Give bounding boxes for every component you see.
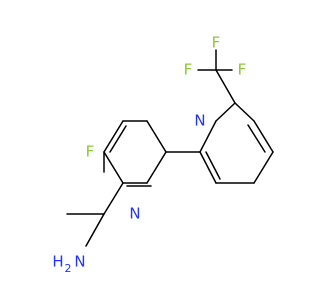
atom-amine-h: H xyxy=(52,253,63,271)
bond-ring-b-1 xyxy=(146,151,167,184)
bonds xyxy=(66,49,274,247)
bond-ring-b-4 xyxy=(103,120,124,153)
bond-ring-a-5 xyxy=(253,151,274,184)
atom-f-ring: F xyxy=(86,143,95,161)
molecule-structure: F F F N F N H 2 N xyxy=(52,34,274,276)
bond-ring-a-7 xyxy=(234,102,255,122)
atom-amine-subscript: 2 xyxy=(65,262,72,275)
bond-ring-a-1 xyxy=(215,102,236,122)
atom-f-top-left: F xyxy=(212,34,221,52)
bond-cf3-ring xyxy=(215,69,236,104)
bond-ring-b-double-2 xyxy=(109,125,127,153)
bond-ring-b-3 xyxy=(103,151,124,184)
bond-side-3 xyxy=(85,213,105,247)
bond-ring-a-6 xyxy=(253,120,274,153)
bond-side-1 xyxy=(103,182,124,215)
atom-amine-n: N xyxy=(74,253,85,271)
bond-ring-a-2 xyxy=(199,120,217,153)
bond-ring-a-3 xyxy=(199,151,217,184)
atom-n-pyridine-top: N xyxy=(194,112,205,130)
atom-labels: F F F N F N H 2 N xyxy=(52,34,246,276)
bond-ring-a-double-1 xyxy=(205,151,221,180)
bond-ring-a-double-2 xyxy=(247,124,266,153)
atom-f-cf3-left: F xyxy=(184,61,193,79)
bond-ring-b-6 xyxy=(146,120,167,153)
atom-n-pyridine-bottom: N xyxy=(129,205,140,223)
atom-f-top-right: F xyxy=(238,61,247,79)
